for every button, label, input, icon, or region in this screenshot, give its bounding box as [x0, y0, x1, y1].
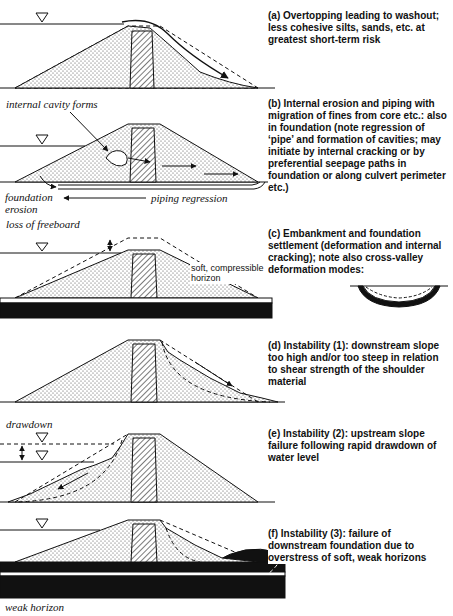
settlement-panel-part	[0, 253, 121, 254]
part-label: weak horizon	[4, 601, 106, 613]
cross-valley-sketch-part	[358, 286, 440, 307]
piping-panel-part	[128, 158, 150, 162]
drawdown-panel	[0, 433, 275, 502]
settlement-panel-part	[131, 254, 157, 298]
overtopping-panel-part	[15, 26, 258, 88]
piping-panel-part	[162, 166, 196, 167]
settlement-panel-part	[36, 243, 48, 251]
foundation-failure-panel-part	[0, 530, 100, 531]
foundation-failure-panel-part	[166, 528, 200, 562]
downstream-slip-panel-part	[131, 344, 157, 402]
part-label: loss of freeboard	[5, 218, 107, 230]
piping-panel-part	[36, 135, 48, 144]
piping-panel-part	[0, 146, 85, 147]
foundation-failure-panel-part	[0, 576, 285, 598]
drawdown-panel-part	[0, 444, 114, 445]
piping-panel-part	[58, 182, 260, 185]
drawdown-panel-part	[131, 438, 157, 502]
foundation-failure-panel-part	[131, 524, 157, 562]
piping-panel	[0, 112, 275, 198]
cross-valley-sketch-part	[366, 287, 432, 298]
overtopping-panel-part	[36, 13, 48, 22]
piping-panel-part	[58, 182, 265, 189]
piping-panel-part	[64, 198, 146, 199]
part-label: drawdown	[5, 418, 87, 430]
piping-panel-part	[204, 174, 238, 175]
downstream-slip-panel-part	[160, 340, 258, 402]
overtopping-panel	[0, 13, 275, 88]
foundation-failure-panel-part	[160, 520, 258, 562]
drawdown-panel-part	[36, 433, 48, 442]
piping-panel-part	[106, 151, 127, 166]
drawdown-panel-part	[36, 451, 48, 460]
downstream-slip-panel-part	[15, 340, 278, 402]
piping-panel-part	[130, 128, 156, 182]
caption: (f) Instability (3): failure of downstre…	[268, 528, 450, 564]
cross-valley-sketch	[350, 286, 448, 307]
settlement-panel	[0, 238, 272, 318]
part-label: piping regression	[150, 192, 252, 204]
foundation-failure-panel-part	[0, 562, 285, 572]
caption: (e) Instability (2): upstream slope fail…	[268, 428, 450, 464]
caption: (d) Instability (1): downstream slope to…	[268, 340, 450, 388]
part-label: foundation erosion	[4, 191, 58, 215]
piping-panel-part	[40, 176, 56, 187]
overtopping-panel-part	[15, 26, 258, 88]
caption: (b) Internal erosion and piping with mig…	[268, 98, 451, 194]
settlement-panel-part	[0, 298, 272, 303]
downstream-slip-panel-part	[195, 362, 232, 386]
drawdown-panel-part	[58, 473, 88, 489]
caption: (c) Embankment and foundation settlement…	[268, 228, 450, 276]
part-label: internal cavity forms	[5, 98, 127, 110]
drawdown-panel-part	[15, 440, 122, 502]
caption: (a) Overtopping leading to washout; less…	[268, 10, 450, 46]
drawdown-panel-part	[22, 446, 23, 460]
foundation-failure-panel	[0, 519, 285, 598]
settlement-panel-part	[110, 240, 111, 251]
foundation-failure-panel-part	[36, 519, 48, 528]
drawdown-panel-part	[0, 462, 94, 463]
downstream-slip-panel	[0, 340, 285, 402]
foundation-failure-panel-part	[15, 520, 258, 562]
overtopping-panel-part	[130, 31, 154, 88]
piping-panel-part	[15, 124, 258, 182]
overtopping-panel-part	[0, 24, 124, 25]
cross-valley-sketch-part	[350, 286, 448, 287]
overtopping-panel-part	[122, 21, 228, 79]
settlement-panel-part	[0, 303, 272, 318]
piping-panel-part	[70, 112, 108, 151]
part-label: soft, compressible horizon	[190, 262, 268, 284]
downstream-slip-panel-part	[162, 342, 270, 402]
